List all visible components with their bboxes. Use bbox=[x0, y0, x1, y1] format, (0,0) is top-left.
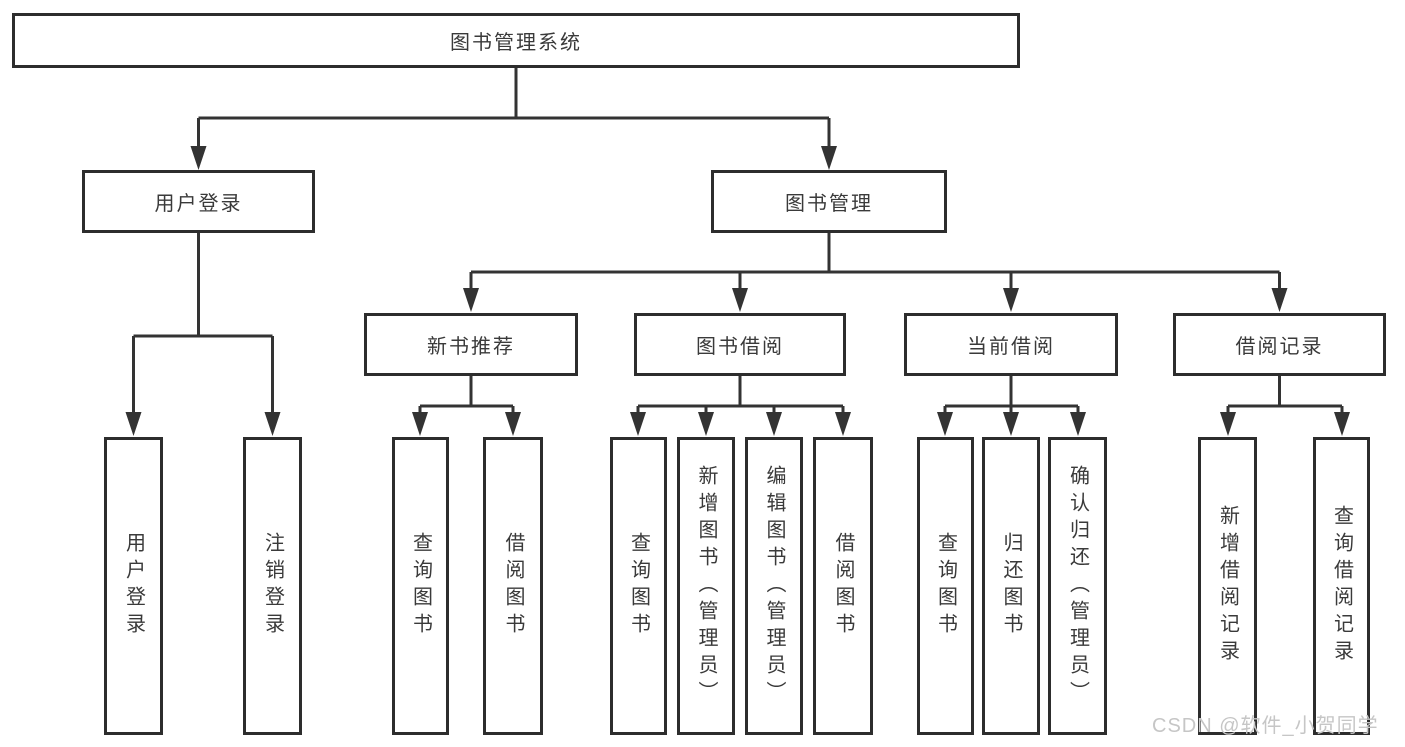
leaf-label: 查询图书 bbox=[627, 532, 650, 640]
leaf-borrowing-add-books-admin: 新增图书（管理员） bbox=[677, 437, 735, 735]
node-book-management-module: 图书管理 bbox=[711, 170, 947, 233]
leaf-borrowing-borrow-books: 借阅图书 bbox=[813, 437, 873, 735]
leaf-records-query-borrow-record: 查询借阅记录 bbox=[1313, 437, 1370, 735]
leaf-label: 归还图书 bbox=[1000, 532, 1022, 640]
leaf-label: 借阅图书 bbox=[502, 532, 524, 640]
node-user-login-module: 用户登录 bbox=[82, 170, 315, 233]
node-label: 图书管理系统 bbox=[450, 32, 582, 54]
leaf-label: 新增图书（管理员） bbox=[695, 464, 717, 708]
leaf-recommendation-query-books: 查询图书 bbox=[392, 437, 449, 735]
leaf-current-query-books: 查询图书 bbox=[917, 437, 974, 735]
csdn-watermark: CSDN @软件_小贺同学 bbox=[1152, 715, 1379, 737]
node-system-root: 图书管理系统 bbox=[12, 13, 1020, 68]
node-book-borrowing: 图书借阅 bbox=[634, 313, 846, 376]
leaf-label: 查询图书 bbox=[409, 532, 432, 640]
leaf-label: 借阅图书 bbox=[832, 532, 854, 640]
node-label: 图书借阅 bbox=[696, 336, 784, 358]
leaf-borrowing-query-books: 查询图书 bbox=[610, 437, 667, 735]
node-borrowing-records: 借阅记录 bbox=[1173, 313, 1386, 376]
arrowhead-icons bbox=[125, 146, 1350, 436]
leaf-label: 新增借阅记录 bbox=[1216, 505, 1239, 667]
leaf-current-confirm-return-admin: 确认归还（管理员） bbox=[1048, 437, 1107, 735]
leaf-recommendation-borrow-books: 借阅图书 bbox=[483, 437, 543, 735]
leaf-logout: 注销登录 bbox=[243, 437, 302, 735]
node-new-book-recommendation: 新书推荐 bbox=[364, 313, 578, 376]
node-label: 当前借阅 bbox=[967, 336, 1055, 358]
leaf-label: 确认归还（管理员） bbox=[1066, 464, 1089, 708]
node-current-borrowing: 当前借阅 bbox=[904, 313, 1118, 376]
node-label: 新书推荐 bbox=[427, 336, 515, 358]
leaf-current-return-books: 归还图书 bbox=[982, 437, 1040, 735]
leaf-label: 用户登录 bbox=[122, 532, 145, 640]
node-label: 借阅记录 bbox=[1235, 336, 1324, 358]
leaf-user-login: 用户登录 bbox=[104, 437, 163, 735]
leaf-records-add-borrow-record: 新增借阅记录 bbox=[1198, 437, 1257, 735]
leaf-borrowing-edit-books-admin: 编辑图书（管理员） bbox=[745, 437, 803, 735]
node-label: 图书管理 bbox=[785, 193, 873, 215]
leaf-label: 编辑图书（管理员） bbox=[763, 464, 785, 708]
leaf-label: 查询借阅记录 bbox=[1330, 505, 1353, 667]
leaf-label: 查询图书 bbox=[934, 532, 957, 640]
leaf-label: 注销登录 bbox=[261, 532, 284, 640]
node-label: 用户登录 bbox=[154, 193, 243, 215]
